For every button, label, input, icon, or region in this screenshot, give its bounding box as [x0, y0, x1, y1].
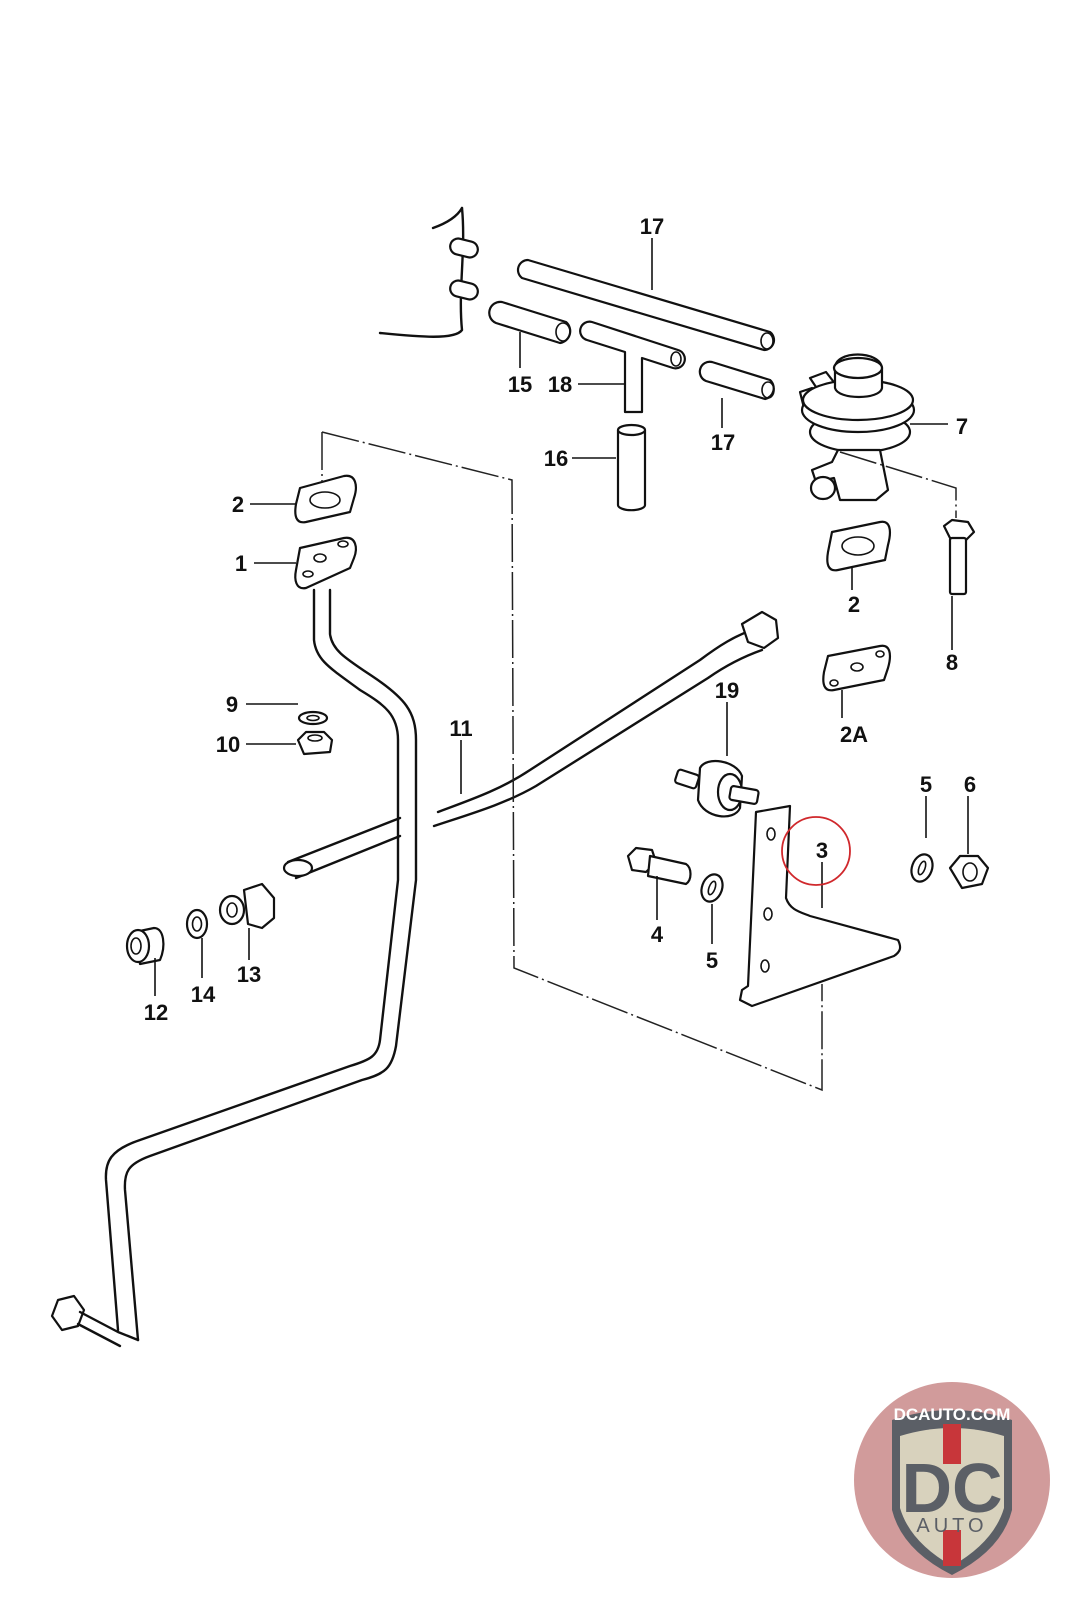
callout-6[interactable]: 6 [964, 772, 976, 797]
callout-10[interactable]: 10 [216, 732, 240, 757]
nut-10 [296, 730, 334, 756]
callout-14[interactable]: 14 [191, 982, 216, 1007]
bolt-8 [942, 518, 976, 596]
callout-17-short[interactable]: 17 [711, 430, 735, 455]
rubber-mount-19 [674, 759, 760, 818]
callout-18[interactable]: 18 [548, 372, 572, 397]
callout-12[interactable]: 12 [144, 1000, 168, 1025]
flange-1 [294, 536, 357, 590]
callout-17[interactable]: 17 [640, 214, 664, 239]
nut-6 [948, 854, 990, 890]
callout-2A[interactable]: 2A [840, 722, 868, 747]
hose-16 [616, 423, 647, 512]
logo-stripe-top [943, 1424, 961, 1464]
bracket-3 [738, 804, 902, 1008]
logo-auto-text: AUTO [916, 1515, 987, 1537]
callout-8[interactable]: 8 [946, 650, 958, 675]
callout-2-left[interactable]: 2 [232, 492, 244, 517]
logo-shield-inner [900, 1428, 1004, 1566]
hose-15 [488, 300, 572, 345]
washer-9 [297, 710, 329, 726]
callout-2-right[interactable]: 2 [848, 592, 860, 617]
callout-3[interactable]: 3 [816, 838, 828, 863]
callout-13[interactable]: 13 [237, 962, 261, 987]
logo-stripe-bottom [943, 1530, 961, 1566]
logo-site-text: DCAUTO.COM [894, 1405, 1011, 1424]
gasket-2-left [294, 474, 357, 524]
callout-5-middle[interactable]: 5 [706, 948, 718, 973]
callout-11[interactable]: 11 [449, 716, 472, 741]
dcauto-watermark-logo: DCAUTO.COM DC AUTO [854, 1382, 1050, 1578]
callout-9[interactable]: 9 [226, 692, 238, 717]
pipe-11 [282, 610, 780, 880]
hose-17-short [698, 360, 775, 401]
t-connector-18 [579, 320, 686, 414]
hose-17-long [516, 258, 776, 352]
union-13 [218, 882, 276, 930]
callout-16[interactable]: 16 [544, 446, 568, 471]
callout-19[interactable]: 19 [715, 678, 739, 703]
callout-15[interactable]: 15 [508, 372, 532, 397]
assembly-lines [321, 431, 957, 1092]
sleeve-12 [125, 926, 165, 966]
callout-labels: 17 15 18 17 16 7 2 1 2 8 2A 9 10 11 19 5… [144, 214, 976, 1025]
callout-5-right[interactable]: 5 [920, 772, 932, 797]
engine-outline [378, 206, 479, 338]
logo-dc-text: DC [901, 1449, 1002, 1527]
plate-2A [822, 644, 891, 692]
callout-1[interactable]: 1 [235, 551, 247, 576]
bolt-4 [626, 846, 692, 886]
leader-lines [154, 238, 969, 996]
washer-14 [185, 908, 209, 940]
washer-5-right [910, 853, 934, 883]
egr-valve-7 [798, 353, 916, 502]
highlight-circle-part-3 [781, 816, 851, 886]
washer-5-middle [700, 873, 724, 903]
pipe-main [50, 588, 418, 1348]
callout-7[interactable]: 7 [956, 414, 968, 439]
gasket-2-right [826, 520, 891, 572]
callout-4[interactable]: 4 [651, 922, 664, 947]
